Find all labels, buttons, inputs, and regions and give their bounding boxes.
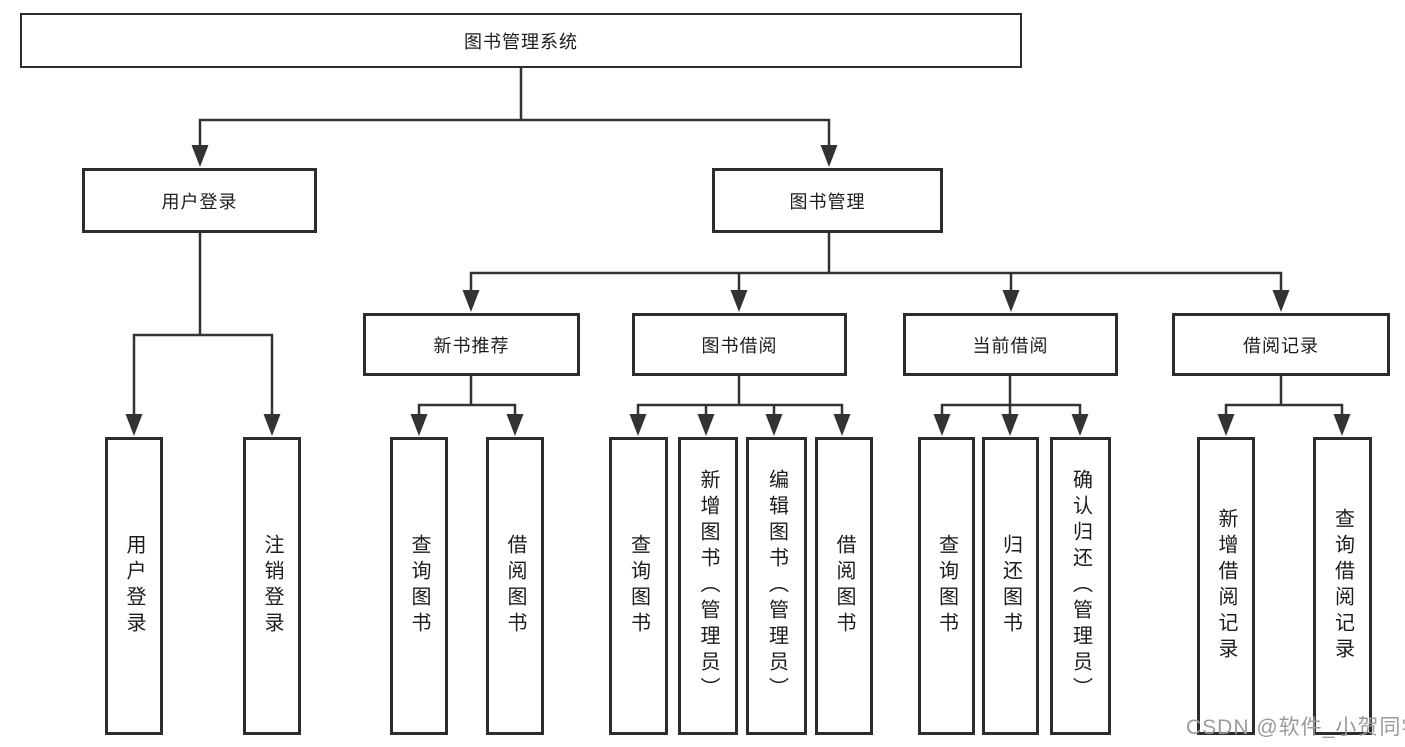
- leaf-return-book: 归还图书: [982, 437, 1039, 735]
- connector-current-borrow-children: [933, 375, 1089, 436]
- leaf-borrow-book-label: 借阅图书: [833, 534, 855, 638]
- leaf-edit-book-admin: 编辑图书（管理员）: [746, 437, 807, 735]
- node-new-book-recommend: 新书推荐: [363, 313, 580, 376]
- node-user-login-label: 用户登录: [161, 191, 238, 212]
- node-book-borrow: 图书借阅: [632, 313, 847, 376]
- connector-user-login-children: [125, 232, 281, 436]
- leaf-edit-book-admin-label: 编辑图书（管理员）: [765, 469, 788, 703]
- node-book-borrow-label: 图书借阅: [701, 335, 778, 356]
- node-borrow-record: 借阅记录: [1172, 313, 1390, 376]
- connector-new-book-children: [410, 375, 524, 436]
- leaf-add-borrow-record-label: 新增借阅记录: [1215, 508, 1237, 664]
- leaf-query-borrow-record: 查询借阅记录: [1313, 437, 1372, 735]
- leaf-new-book-borrow: 借阅图书: [486, 437, 544, 735]
- node-current-borrow-label: 当前借阅: [972, 335, 1049, 356]
- leaf-borrow-query-label: 查询图书: [627, 534, 650, 638]
- leaf-borrow-book: 借阅图书: [815, 437, 873, 735]
- leaf-user-login-label: 用户登录: [123, 534, 145, 638]
- node-user-login: 用户登录: [82, 168, 317, 233]
- connector-root-to-level2: [191, 68, 838, 167]
- leaf-confirm-return-admin-label: 确认归还（管理员）: [1069, 469, 1092, 703]
- node-borrow-record-label: 借阅记录: [1243, 335, 1319, 356]
- leaf-add-borrow-record: 新增借阅记录: [1197, 437, 1255, 735]
- node-new-book-recommend-label: 新书推荐: [433, 335, 510, 356]
- leaf-logout: 注销登录: [243, 437, 301, 735]
- leaf-borrow-query: 查询图书: [609, 437, 668, 735]
- node-book-mgmt-label: 图书管理: [789, 191, 866, 212]
- connector-borrow-record-children: [1217, 375, 1351, 436]
- leaf-current-query-label: 查询图书: [935, 534, 958, 638]
- connector-book-mgmt-children: [462, 232, 1290, 312]
- leaf-user-login: 用户登录: [105, 437, 163, 735]
- leaf-logout-label: 注销登录: [261, 534, 283, 638]
- leaf-new-book-query: 查询图书: [390, 437, 448, 735]
- leaf-new-book-query-label: 查询图书: [408, 534, 430, 638]
- leaf-add-book-admin-label: 新增图书（管理员）: [697, 469, 719, 703]
- node-root-label: 图书管理系统: [464, 31, 578, 52]
- leaf-current-query: 查询图书: [918, 437, 975, 735]
- leaf-return-book-label: 归还图书: [999, 534, 1022, 638]
- leaf-new-book-borrow-label: 借阅图书: [504, 534, 526, 638]
- node-root: 图书管理系统: [20, 13, 1022, 68]
- leaf-add-book-admin: 新增图书（管理员）: [678, 437, 738, 735]
- leaf-confirm-return-admin: 确认归还（管理员）: [1050, 437, 1111, 735]
- node-current-borrow: 当前借阅: [903, 313, 1118, 376]
- leaf-query-borrow-record-label: 查询借阅记录: [1331, 508, 1354, 664]
- node-book-mgmt: 图书管理: [712, 168, 943, 233]
- csdn-watermark: CSDN @软件_小贺同学: [1186, 716, 1405, 739]
- connector-book-borrow-children: [629, 375, 851, 436]
